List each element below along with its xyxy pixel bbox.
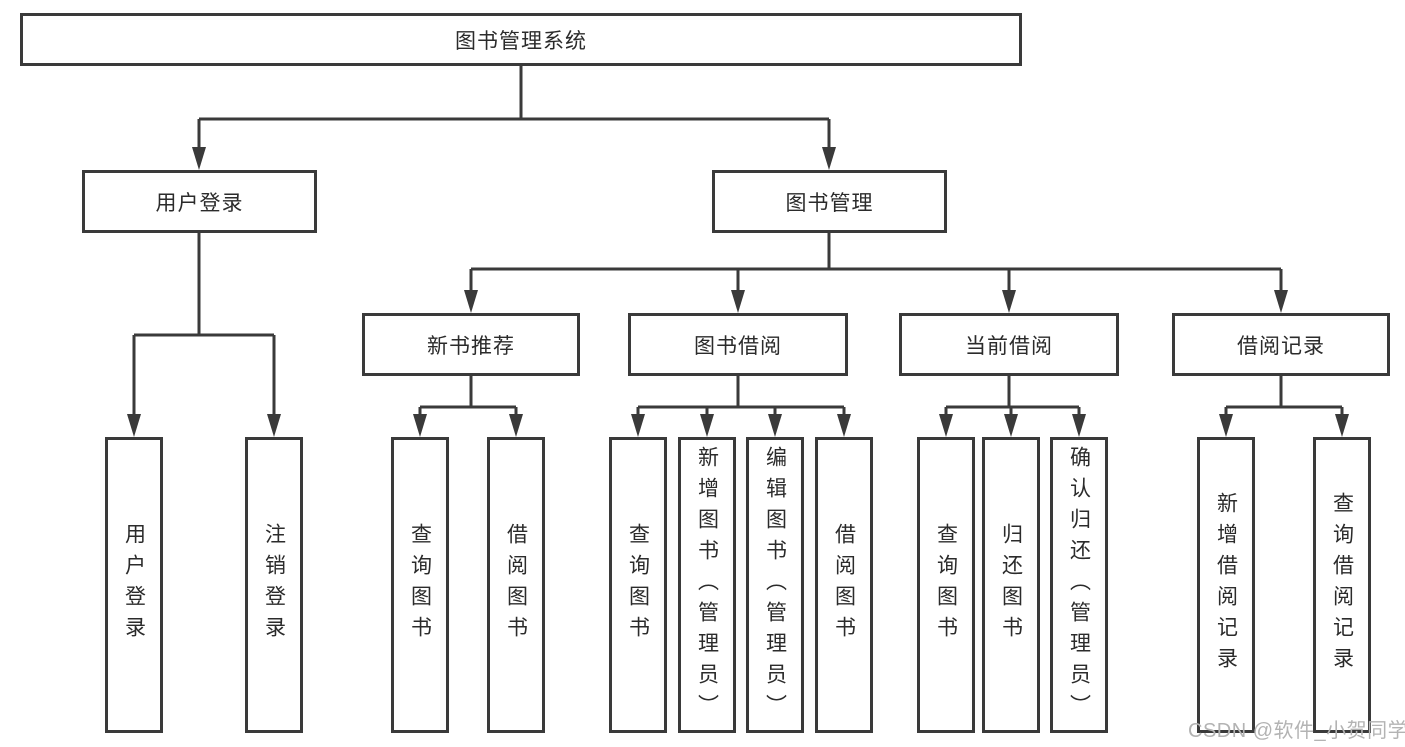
- connector-borrow-record-branch: [1224, 376, 1344, 417]
- node-label: 查询图书: [626, 523, 650, 647]
- leaf-borrowing-query-books: 查询图书: [609, 437, 667, 733]
- node-label: 新增借阅记录: [1214, 492, 1238, 678]
- node-label: 用户登录: [155, 191, 244, 215]
- leaf-confirm-return-admin: 确认归还（管理员）: [1050, 437, 1108, 733]
- node-label: 查询图书: [934, 523, 958, 647]
- arrowhead: [1002, 290, 1016, 313]
- leaf-current-query-books: 查询图书: [917, 437, 975, 733]
- connector-book-borrow-branch: [636, 376, 846, 417]
- node-book-borrowing: 图书借阅: [628, 313, 848, 376]
- leaf-edit-books-admin: 编辑图书（管理员）: [746, 437, 804, 733]
- node-label: 用户登录: [122, 523, 146, 647]
- arrowhead: [267, 414, 281, 437]
- arrowhead: [822, 147, 836, 170]
- node-label: 借阅记录: [1237, 334, 1325, 358]
- node-label: 归还图书: [999, 523, 1023, 647]
- node-label: 图书借阅: [694, 334, 782, 358]
- leaf-query-borrow-record: 查询借阅记录: [1313, 437, 1371, 733]
- arrowhead: [1274, 290, 1288, 313]
- arrowhead: [731, 290, 745, 313]
- leaf-user-login: 用户登录: [105, 437, 163, 733]
- arrowhead: [1335, 414, 1349, 437]
- connector-root-branch: [197, 66, 831, 150]
- node-label: 注销登录: [262, 523, 286, 647]
- node-label: 图书管理: [785, 191, 874, 215]
- connector-current-borrow-branch: [944, 376, 1081, 417]
- node-library-system: 图书管理系统: [20, 13, 1022, 66]
- leaf-return-books: 归还图书: [982, 437, 1040, 733]
- arrowhead: [192, 147, 206, 170]
- leaf-borrowing-borrow-books: 借阅图书: [815, 437, 873, 733]
- arrowhead: [700, 414, 714, 437]
- node-current-borrowing: 当前借阅: [899, 313, 1119, 376]
- arrowhead: [1004, 414, 1018, 437]
- node-book-management: 图书管理: [712, 170, 947, 233]
- arrowhead: [837, 414, 851, 437]
- leaf-logout: 注销登录: [245, 437, 303, 733]
- arrowhead: [509, 414, 523, 437]
- arrowhead: [1219, 414, 1233, 437]
- leaf-newbook-borrow-books: 借阅图书: [487, 437, 545, 733]
- arrowhead: [631, 414, 645, 437]
- leaf-add-borrow-record: 新增借阅记录: [1197, 437, 1255, 733]
- node-new-book-recommend: 新书推荐: [362, 313, 580, 376]
- node-borrowing-records: 借阅记录: [1172, 313, 1390, 376]
- arrowhead: [413, 414, 427, 437]
- node-label: 查询图书: [408, 523, 432, 647]
- node-label: 查询借阅记录: [1330, 492, 1354, 678]
- arrowhead: [464, 290, 478, 313]
- arrowhead: [768, 414, 782, 437]
- node-label: 图书管理系统: [455, 29, 587, 53]
- connector-user-login-branch: [132, 233, 276, 417]
- csdn-watermark: CSDN @软件_小贺同学: [1188, 720, 1405, 742]
- node-label: 确认归还（管理员）: [1067, 445, 1091, 725]
- arrowhead: [127, 414, 141, 437]
- arrowheads: [127, 147, 1349, 437]
- arrowhead: [939, 414, 953, 437]
- leaf-newbook-query-books: 查询图书: [391, 437, 449, 733]
- node-label: 新增图书（管理员）: [695, 445, 719, 725]
- node-user-login-module: 用户登录: [82, 170, 317, 233]
- node-label: 借阅图书: [832, 523, 856, 647]
- node-label: 当前借阅: [965, 334, 1053, 358]
- arrowhead: [1072, 414, 1086, 437]
- node-label: 新书推荐: [427, 334, 515, 358]
- node-label: 借阅图书: [504, 523, 528, 647]
- connector-book-mgmt-branch: [469, 233, 1283, 293]
- leaf-add-books-admin: 新增图书（管理员）: [678, 437, 736, 733]
- connector-new-book-branch: [418, 376, 518, 417]
- node-label: 编辑图书（管理员）: [763, 445, 787, 725]
